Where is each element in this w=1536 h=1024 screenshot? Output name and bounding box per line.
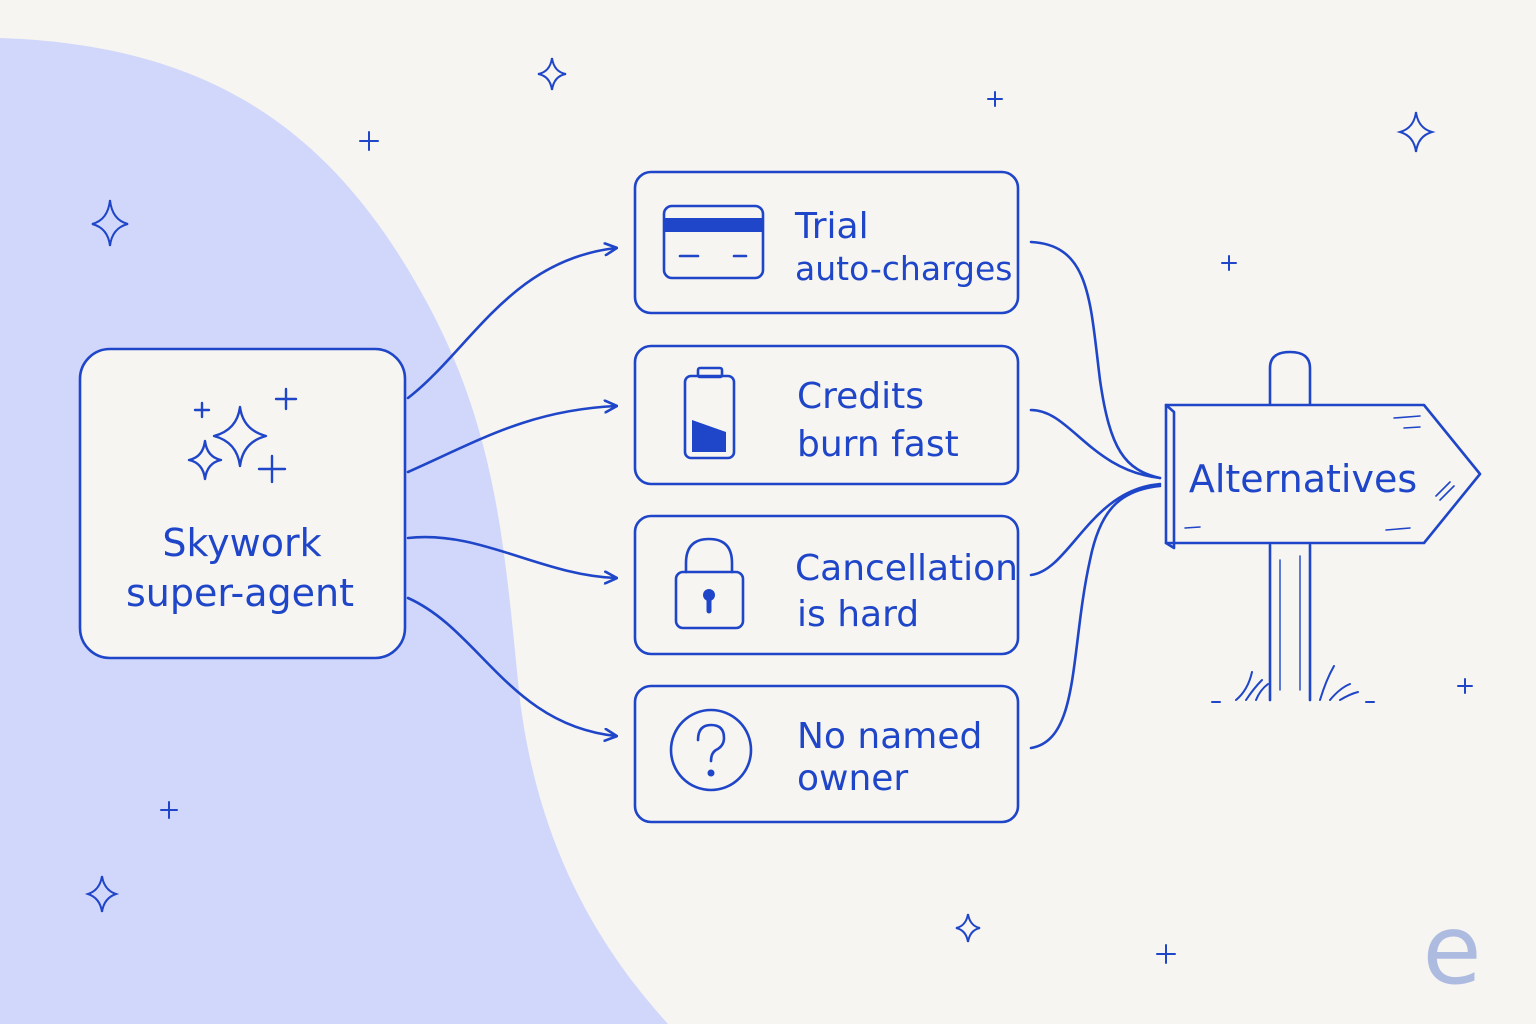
issue-label-line1: Trial bbox=[794, 206, 869, 247]
issue-label-line2: owner bbox=[797, 758, 908, 799]
sparkle-icon bbox=[91, 199, 129, 247]
sparkle-icon bbox=[537, 57, 567, 91]
plus-sparkle-icon bbox=[160, 801, 178, 819]
arrow-to-credits bbox=[406, 406, 616, 474]
source-label-line1: Skywork bbox=[162, 521, 321, 565]
issue-label-line1: No named bbox=[797, 716, 982, 757]
issue-label-line2: auto-charges bbox=[795, 249, 1013, 288]
source-card: Skywork super-agent bbox=[78, 347, 407, 660]
plus-sparkle-icon bbox=[1221, 255, 1237, 271]
sparkle-icon bbox=[1396, 111, 1436, 153]
decorative-sparkles bbox=[84, 57, 1473, 964]
sparkle-icon bbox=[955, 913, 981, 943]
source-label-line2: super-agent bbox=[126, 571, 354, 615]
signpost-label: Alternatives bbox=[1189, 457, 1417, 501]
issue-label-line1: Cancellation bbox=[795, 548, 1018, 589]
issue-label-line1: Credits bbox=[797, 376, 924, 417]
arrow-to-cancellation bbox=[406, 535, 616, 578]
issue-card-owner: No named owner bbox=[633, 684, 1020, 824]
connectors-in bbox=[1029, 240, 1162, 750]
logo-letter: e bbox=[1422, 894, 1481, 1006]
question-mark-icon bbox=[669, 708, 753, 792]
plus-sparkle-icon bbox=[1156, 944, 1176, 964]
plus-sparkle-icon bbox=[359, 131, 379, 151]
plus-sparkle-icon bbox=[987, 91, 1003, 107]
signpost-icon bbox=[1164, 350, 1482, 703]
issue-card-trial: Trial auto-charges bbox=[633, 170, 1020, 315]
connectors-out bbox=[406, 248, 616, 736]
sparkle-icon bbox=[84, 875, 120, 913]
sparkles-icon bbox=[187, 387, 298, 484]
issue-label-line2: burn fast bbox=[797, 424, 959, 465]
credit-card-icon bbox=[662, 204, 765, 280]
issue-label-line2: is hard bbox=[797, 594, 919, 635]
plus-sparkle-icon bbox=[1457, 678, 1473, 694]
issue-card-credits: Credits burn fast bbox=[633, 344, 1020, 486]
arrow-to-trial bbox=[406, 248, 616, 400]
arrow-to-owner bbox=[406, 596, 616, 736]
issue-card-cancellation: Cancellation is hard bbox=[633, 514, 1020, 656]
padlock-icon bbox=[674, 537, 745, 630]
low-battery-icon bbox=[683, 366, 736, 460]
